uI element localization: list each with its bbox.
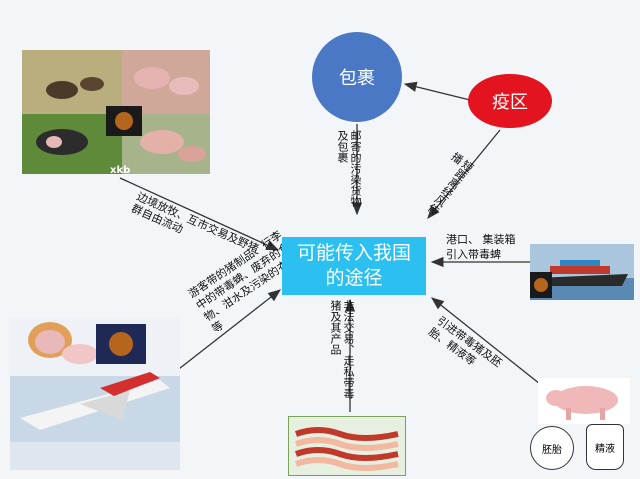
ship-photo [530, 244, 634, 300]
arrow-zone-to-center [427, 129, 501, 220]
xkb-mark: xkb [110, 165, 131, 176]
tourist-photo [10, 318, 180, 470]
arrow-breeding-to-center [430, 297, 541, 385]
pigs-photo [22, 50, 210, 174]
edge-label-port: 港口、 集装箱引入带毒蜱 [446, 233, 516, 261]
arrow-zone-to-package [403, 81, 471, 101]
package-node: 包裹 [312, 32, 402, 122]
center-box: 可能传入我国的途径 [282, 237, 426, 295]
epidemic-zone-node: 疫区 [468, 74, 552, 128]
semen-container: 精液 [586, 424, 624, 470]
pig-photo [538, 378, 630, 424]
edge-label-package: 邮寄的污染货物及包裹 [336, 130, 362, 207]
arrow-tourist-to-center [174, 289, 282, 373]
arrow-herding-to-center [119, 177, 280, 251]
edge-label-smuggle: 非法交易、走私带毒猪及其产品 [329, 300, 355, 399]
embryo-circle: 胚胎 [530, 426, 574, 470]
bacon-photo [288, 416, 406, 476]
